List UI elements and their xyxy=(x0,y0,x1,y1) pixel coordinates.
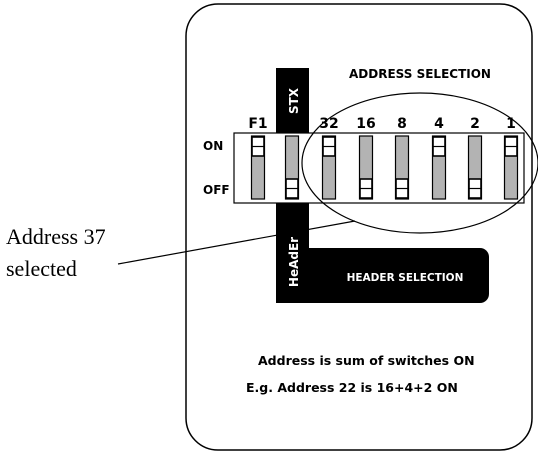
switch-label: 8 xyxy=(397,116,407,132)
note-line2: E.g. Address 22 is 16+4+2 ON xyxy=(246,380,458,395)
switch-label: 32 xyxy=(319,116,338,132)
dip-switch xyxy=(503,135,519,200)
header-band-horizontal xyxy=(276,248,489,303)
header-selection-band xyxy=(276,68,489,303)
dip-switch xyxy=(250,135,266,200)
stx-vertical-label: STX xyxy=(287,87,301,114)
switch-label: 16 xyxy=(356,116,375,132)
header-vertical-label: HeAdEr xyxy=(287,237,301,287)
switch-group xyxy=(250,135,519,200)
address-selection-title: ADDRESS SELECTION xyxy=(349,67,491,81)
callout-text-line1: Address 37 xyxy=(6,224,106,249)
card-outline xyxy=(185,3,533,451)
switch-label: F1 xyxy=(248,116,267,132)
note-line1: Address is sum of switches ON xyxy=(258,353,475,368)
callout-text-line2: selected xyxy=(6,256,77,281)
on-label: ON xyxy=(203,139,223,153)
address-ellipse xyxy=(301,92,538,234)
header-band-join xyxy=(276,248,316,303)
dip-switch xyxy=(358,135,374,200)
dip-switch xyxy=(467,135,483,200)
callout-pointer-line xyxy=(117,220,356,265)
off-label: OFF xyxy=(203,183,230,197)
switch-label: 2 xyxy=(470,116,480,132)
header-selection-label: HEADER SELECTION xyxy=(347,272,464,284)
dip-switch xyxy=(431,135,447,200)
dip-switch xyxy=(321,135,337,200)
dip-switch xyxy=(394,135,410,200)
dip-switch xyxy=(284,135,300,200)
switch-label: 4 xyxy=(434,116,444,132)
switch-label: 1 xyxy=(506,116,516,132)
